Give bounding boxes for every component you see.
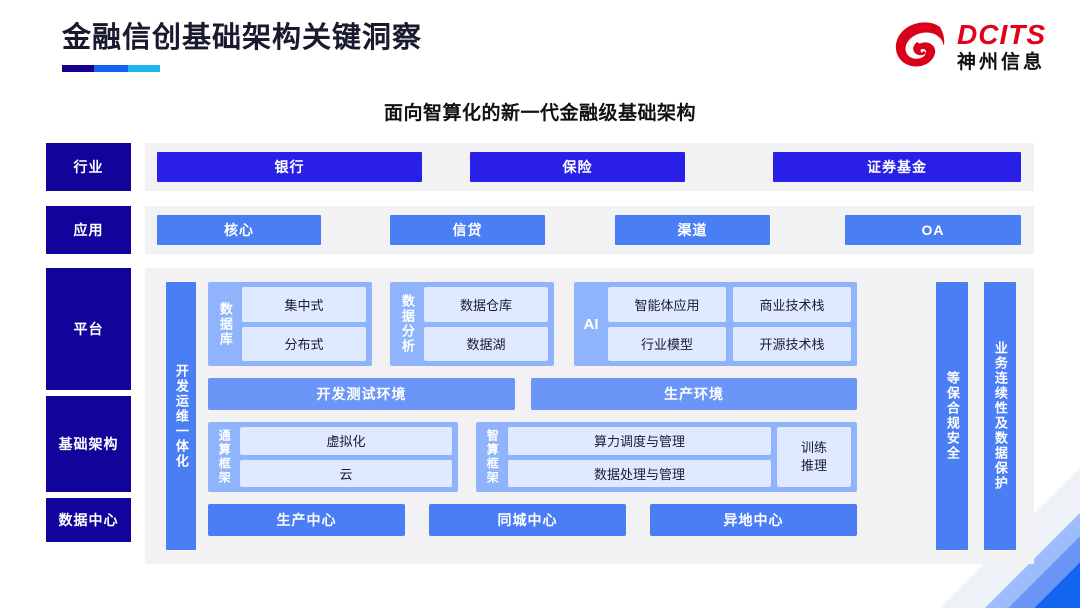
framework-general-items: 虚拟化 云 [240, 427, 452, 487]
page-header: 金融信创基础架构关键洞察 [62, 18, 422, 72]
group-database-label-text: 数据库 [217, 301, 233, 347]
framework-ai-items: 算力调度与管理 数据处理与管理 [508, 427, 771, 487]
swirl-logo-icon [895, 22, 945, 67]
devops-vertical-bar[interactable]: 开发运维一体化 [166, 282, 196, 550]
group-database-items: 集中式 分布式 [242, 287, 366, 361]
app-chip-oa[interactable]: OA [845, 215, 1021, 245]
rule-segment-cyan [127, 65, 160, 72]
app-chip-channel[interactable]: 渠道 [615, 215, 770, 245]
env-production[interactable]: 生产环境 [531, 378, 857, 410]
industry-chip-bank[interactable]: 银行 [157, 152, 422, 182]
application-chip-row: 核心 信贷 渠道 OA [145, 206, 1034, 254]
industry-chip-insurance[interactable]: 保险 [470, 152, 685, 182]
item-centralized[interactable]: 集中式 [242, 287, 366, 322]
item-virtualization[interactable]: 虚拟化 [240, 427, 452, 455]
rail-item-application[interactable]: 应用 [46, 206, 131, 254]
rule-segment-navy [62, 65, 95, 72]
framework-general-label: 通算框架 [214, 427, 234, 487]
framework-general-compute[interactable]: 通算框架 虚拟化 云 [208, 422, 458, 492]
dc-production-center[interactable]: 生产中心 [208, 504, 405, 536]
item-agent-application[interactable]: 智能体应用 [608, 287, 726, 322]
platform-core-area: 数据库 集中式 分布式 数据分析 数据 [208, 282, 924, 536]
environment-row: 开发测试环境 生产环境 [208, 378, 924, 410]
app-chip-core[interactable]: 核心 [157, 215, 321, 245]
platform-infrastructure-band: 开发运维一体化 等保合规安全 业务连续性及数据保护 数据库 [145, 268, 1034, 564]
item-compute-scheduling[interactable]: 算力调度与管理 [508, 427, 771, 455]
item-data-processing[interactable]: 数据处理与管理 [508, 459, 771, 487]
datacenter-row: 生产中心 同城中心 异地中心 [208, 504, 924, 536]
item-cloud[interactable]: 云 [240, 459, 452, 487]
group-data-analytics[interactable]: 数据分析 数据仓库 数据湖 [390, 282, 554, 366]
framework-ai-compute[interactable]: 智算框架 算力调度与管理 数据处理与管理 训练 推理 [476, 422, 857, 492]
inference-label: 推理 [800, 458, 827, 473]
item-data-lake[interactable]: 数据湖 [424, 326, 548, 361]
rail-item-infrastructure[interactable]: 基础架构 [46, 396, 131, 492]
continuity-label: 业务连续性及数据保护 [992, 341, 1008, 491]
dc-metro-center[interactable]: 同城中心 [429, 504, 626, 536]
env-dev-test[interactable]: 开发测试环境 [208, 378, 515, 410]
group-database-label: 数据库 [214, 287, 236, 361]
item-industry-model[interactable]: 行业模型 [608, 326, 726, 361]
architecture-diagram: 行业 应用 平台 基础架构 数据中心 银行 保险 证券基金 核心 信贷 渠道 [46, 143, 1034, 564]
framework-row: 通算框架 虚拟化 云 智算框架 算力调 [208, 422, 924, 492]
page-title: 金融信创基础架构关键洞察 [62, 22, 423, 54]
train-label: 训练 [800, 440, 827, 456]
item-opensource-stack[interactable]: 开源技术栈 [733, 326, 851, 361]
framework-ai-label: 智算框架 [482, 427, 502, 487]
framework-general-label-text: 通算框架 [217, 429, 232, 485]
slide-subtitle: 面向智算化的新一代金融级基础架构 [383, 103, 696, 124]
compliance-vertical-bar[interactable]: 等保合规安全 [936, 282, 968, 550]
logo-text-cn: 神州信息 [957, 51, 1046, 73]
platform-group-row: 数据库 集中式 分布式 数据分析 数据 [208, 282, 924, 366]
item-train-inference[interactable]: 训练 推理 [777, 427, 851, 487]
group-ai-items: 智能体应用 商业技术栈 行业模型 开源技术栈 [608, 287, 851, 361]
layer-rail: 行业 应用 平台 基础架构 数据中心 [46, 143, 131, 564]
rule-segment-blue [94, 65, 128, 72]
group-ai-label: AI [583, 315, 599, 333]
item-distributed[interactable]: 分布式 [242, 326, 366, 361]
industry-chip-securities[interactable]: 证券基金 [773, 152, 1021, 182]
group-database[interactable]: 数据库 集中式 分布式 [208, 282, 372, 366]
item-data-warehouse[interactable]: 数据仓库 [424, 287, 548, 322]
title-underline-rule [62, 65, 160, 72]
devops-label: 开发运维一体化 [173, 363, 189, 469]
rail-item-platform[interactable]: 平台 [46, 268, 131, 390]
group-data-analytics-label-text: 数据分析 [399, 294, 415, 354]
app-chip-credit[interactable]: 信贷 [390, 215, 545, 245]
rail-item-industry[interactable]: 行业 [46, 143, 131, 191]
compliance-label: 等保合规安全 [944, 371, 960, 461]
application-band: 核心 信贷 渠道 OA [145, 206, 1034, 254]
continuity-vertical-bar[interactable]: 业务连续性及数据保护 [984, 282, 1016, 550]
group-data-analytics-label: 数据分析 [396, 287, 418, 361]
industry-chip-row: 银行 保险 证券基金 [145, 143, 1034, 191]
dc-remote-center[interactable]: 异地中心 [650, 504, 857, 536]
industry-band: 银行 保险 证券基金 [145, 143, 1034, 191]
framework-ai-label-text: 智算框架 [485, 429, 500, 485]
item-commercial-stack[interactable]: 商业技术栈 [733, 287, 851, 322]
group-ai[interactable]: AI 智能体应用 商业技术栈 行业模型 开源技术栈 [574, 282, 857, 366]
logo-text-en: DCITS [957, 18, 1046, 50]
logo-wordmark: DCITS 神州信息 [957, 18, 1046, 73]
brand-logo: DCITS 神州信息 [893, 20, 1046, 72]
rail-item-datacenter[interactable]: 数据中心 [46, 498, 131, 542]
group-data-analytics-items: 数据仓库 数据湖 [424, 287, 548, 361]
